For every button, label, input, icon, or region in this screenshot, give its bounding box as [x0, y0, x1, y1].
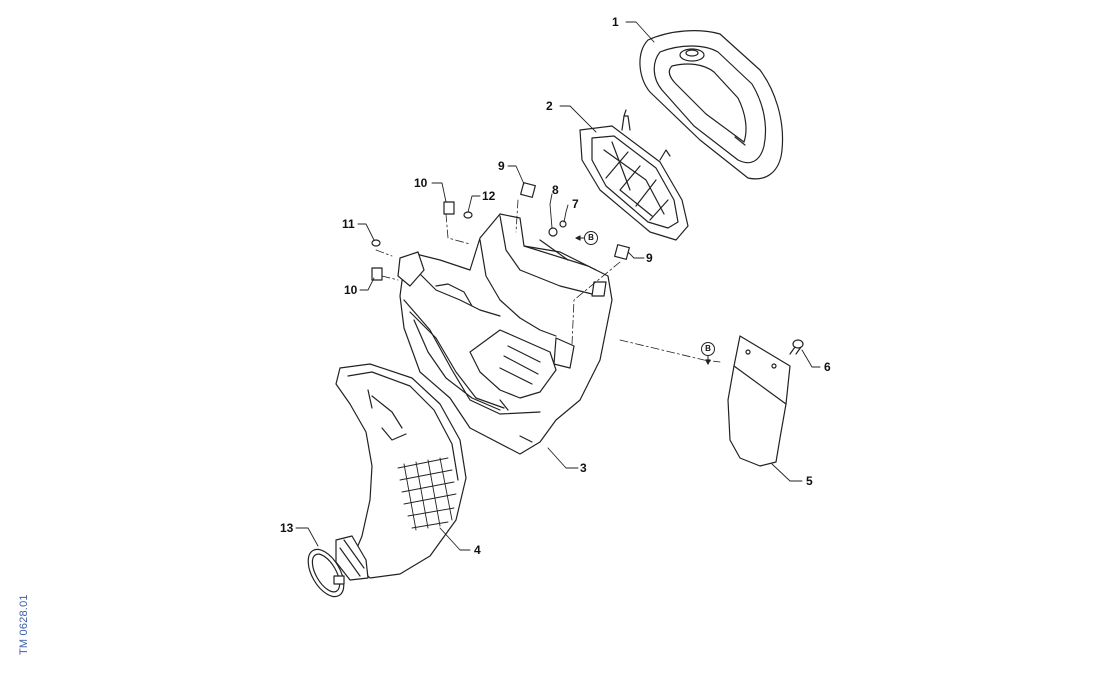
assembly-axis-lines [375, 199, 721, 363]
reference-mark-b-right: B [701, 342, 715, 356]
callout-4: 4 [474, 543, 481, 557]
callout-9-top: 9 [498, 159, 505, 173]
callout-9-right: 9 [646, 251, 653, 265]
callout-11: 11 [342, 217, 355, 231]
reference-mark-b-top: B [584, 231, 598, 245]
callout-5: 5 [806, 474, 813, 488]
callout-7: 7 [572, 197, 579, 211]
callout-2: 2 [546, 99, 553, 113]
callout-13: 13 [280, 521, 294, 535]
callout-3: 3 [580, 461, 587, 475]
callout-10-top: 10 [414, 176, 428, 190]
part-4-intake-duct [335, 363, 467, 581]
drawing-code: TM 0628.01 [18, 594, 30, 655]
leader-lines [295, 21, 821, 551]
callout-12: 12 [482, 189, 496, 203]
part-3-airbox [397, 213, 613, 455]
callout-8: 8 [552, 183, 559, 197]
part-5-splash-guard [727, 335, 791, 467]
fasteners [371, 182, 630, 281]
part-6-screw [789, 339, 804, 355]
callout-6: 6 [824, 360, 831, 374]
callout-10-bottom: 10 [344, 283, 358, 297]
callout-1: 1 [612, 15, 619, 29]
part-2-filter-cage [579, 109, 689, 241]
part-1-filter-element [639, 30, 784, 180]
part-13-clamp [307, 548, 345, 598]
